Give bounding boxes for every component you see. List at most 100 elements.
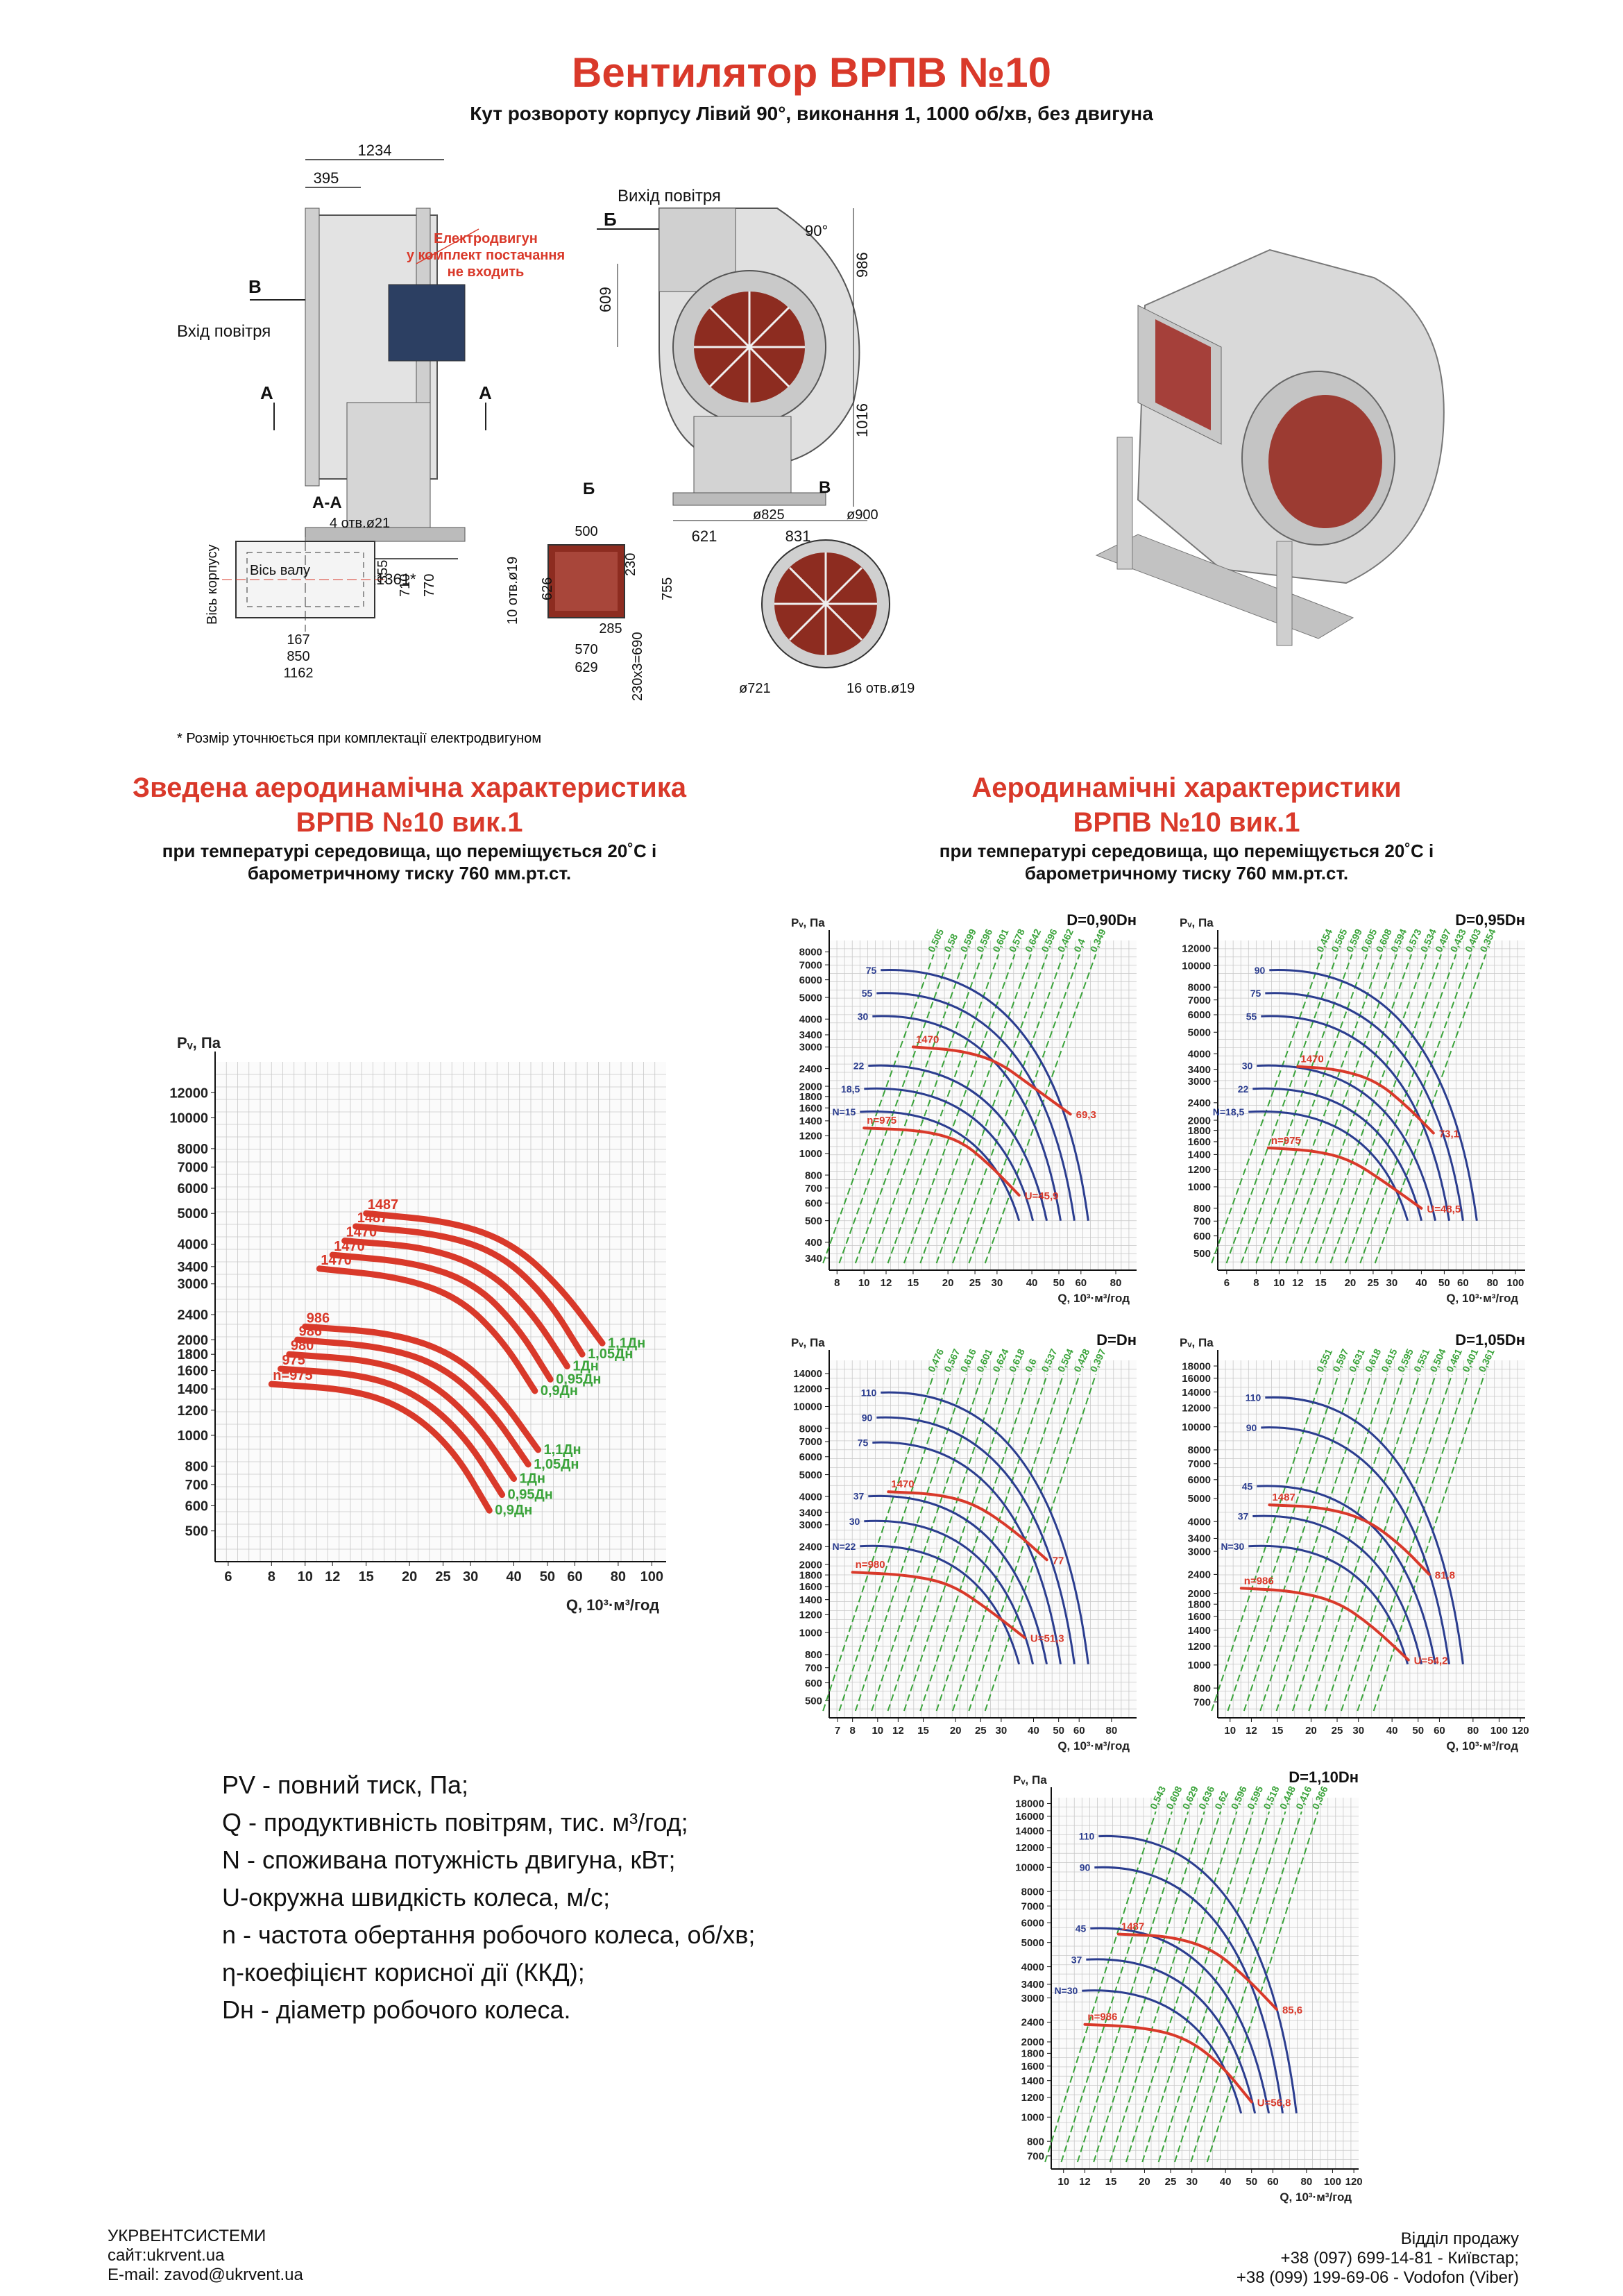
y-tick-label: 1600	[1188, 1611, 1211, 1623]
x-tick-label: 10	[1273, 1277, 1285, 1289]
section-v-labels: В ø825 ø900 ø721 16 отв.ø19	[739, 478, 915, 696]
efficiency-line	[822, 954, 935, 1264]
y-tick-label: 4000	[178, 1238, 209, 1253]
x-tick-label: 50	[1053, 1277, 1065, 1289]
grid	[829, 940, 1137, 1270]
series-end-label: U=48,5	[1427, 1204, 1461, 1215]
series-end-label: 0,95Дн	[508, 1487, 553, 1503]
series-line	[863, 1126, 1021, 1197]
section-v-drawing	[761, 539, 890, 668]
y-tick-label: 10000	[1182, 961, 1211, 972]
series-line	[1296, 1065, 1435, 1135]
section-b-drawing	[547, 544, 625, 618]
power-curve	[1261, 1426, 1450, 1664]
body-axis-label: Вісь корпусу	[205, 544, 220, 625]
y-tick-label: 10000	[169, 1111, 208, 1126]
section-aa-holes: 4 отв.ø21	[330, 516, 390, 531]
series-end-label: 81,8	[1435, 1569, 1455, 1581]
x-tick-label: 80	[1487, 1277, 1499, 1289]
y-tick-label: 1200	[1188, 1641, 1211, 1653]
y-tick-label: 6000	[1021, 1917, 1044, 1929]
x-tick-label: 7	[835, 1725, 840, 1737]
y-tick-label: 6000	[1188, 1474, 1211, 1486]
dim-986: 986	[853, 252, 871, 278]
y-tick-label: 4000	[1188, 1048, 1211, 1060]
series-line	[1268, 1503, 1431, 1576]
y-tick-label: 16000	[1182, 1373, 1211, 1385]
y-tick-label: 10000	[1182, 1421, 1211, 1433]
power-label: 75	[858, 1437, 869, 1448]
y-tick-label: 1000	[178, 1428, 209, 1444]
efficiency-line	[1227, 1374, 1339, 1712]
footer-left: УКРВЕНТСИСТЕМИ сайт:ukrvent.ua E-mail: z…	[108, 2227, 303, 2285]
x-tick-label: 100	[1490, 1725, 1508, 1737]
power-label: N=30	[1221, 1541, 1244, 1552]
power-curve	[860, 1544, 1021, 1665]
y-axis-label: Pᵥ, Па	[1180, 1336, 1214, 1349]
x-tick-label: 25	[1332, 1725, 1343, 1737]
x-tick-label: 15	[1105, 2176, 1117, 2188]
y-tick-label: 7000	[1188, 1458, 1211, 1470]
power-label: 30	[858, 1011, 869, 1022]
y-tick-label: 3400	[178, 1260, 209, 1275]
x-tick-label: 30	[992, 1277, 1003, 1289]
phone-vodafone[interactable]: +38 (099) 199-69-06 - Vodofon (Viber)	[1236, 2268, 1519, 2287]
y-tick-label: 5000	[799, 992, 822, 1004]
y-tick-label: 700	[1027, 2150, 1044, 2162]
efficiency-line	[1329, 954, 1442, 1264]
power-curve	[1252, 1087, 1423, 1222]
email-link[interactable]: E-mail: zavod@ukrvent.ua	[108, 2265, 303, 2284]
phone-kyivstar[interactable]: +38 (097) 699-14-81 - Київстар;	[1280, 2249, 1519, 2268]
dim-d900: ø900	[847, 507, 878, 523]
power-label: N=22	[832, 1541, 856, 1552]
x-tick-label: 10	[872, 1725, 883, 1737]
y-tick-label: 2000	[799, 1081, 822, 1092]
legend-item: N - споживана потужність двигуна, кВт;	[222, 1846, 676, 1874]
grid	[215, 1062, 666, 1562]
grid	[1051, 1798, 1359, 2169]
dim-d825: ø825	[753, 507, 785, 523]
y-tick-label: 1600	[799, 1581, 822, 1593]
series-start-label: 1487	[1121, 1921, 1144, 1933]
legend-item: n - частота обертання робочого колеса, о…	[222, 1921, 756, 1949]
y-tick-label: 340	[805, 1253, 822, 1265]
x-tick-label: 20	[942, 1277, 954, 1289]
power-label: N=15	[832, 1106, 856, 1117]
y-tick-label: 600	[1193, 1231, 1211, 1242]
series-start-label: 1470	[321, 1253, 352, 1268]
series-start-label: 1487	[357, 1210, 389, 1226]
y-tick-label: 10000	[793, 1401, 822, 1413]
efficiency-line	[952, 1374, 1064, 1712]
efficiency-label: 0,4	[1071, 937, 1087, 954]
series-start-label: n=975	[867, 1115, 897, 1126]
x-axis-label: Q, 10³·м³/год	[1057, 1292, 1130, 1305]
series-line	[294, 1336, 532, 1468]
efficiency-line	[838, 954, 951, 1264]
power-curve	[1261, 1015, 1450, 1221]
series-start-label: 986	[307, 1310, 330, 1326]
power-curves	[860, 969, 1089, 1222]
series-line	[268, 1381, 493, 1514]
x-tick-label: 50	[1246, 2176, 1257, 2188]
y-tick-label: 4000	[1188, 1516, 1211, 1528]
dim-167: 167	[287, 632, 309, 648]
series-end-label: U=54,2	[1414, 1655, 1448, 1667]
power-curve	[1252, 1514, 1423, 1665]
x-tick-label: 12	[325, 1569, 340, 1585]
company-name: УКРВЕНТСИСТЕМИ	[108, 2227, 266, 2245]
dim-621: 621	[692, 527, 717, 545]
y-tick-label: 800	[1193, 1682, 1211, 1694]
y-tick-label: 800	[805, 1649, 822, 1661]
y-tick-label: 1400	[1188, 1625, 1211, 1637]
y-tick-label: 6000	[799, 1451, 822, 1463]
series-line	[329, 1251, 554, 1383]
site-link[interactable]: сайт:ukrvent.ua	[108, 2246, 225, 2265]
chart-title: D=0,90Dн	[1067, 911, 1137, 929]
y-tick-label: 2000	[1188, 1588, 1211, 1600]
power-label: 37	[1071, 1954, 1082, 1965]
x-tick-label: 100	[1324, 2176, 1341, 2188]
y-tick-label: 18000	[1182, 1360, 1211, 1372]
y-tick-label: 3400	[1188, 1533, 1211, 1545]
dim-831: 831	[785, 527, 811, 545]
